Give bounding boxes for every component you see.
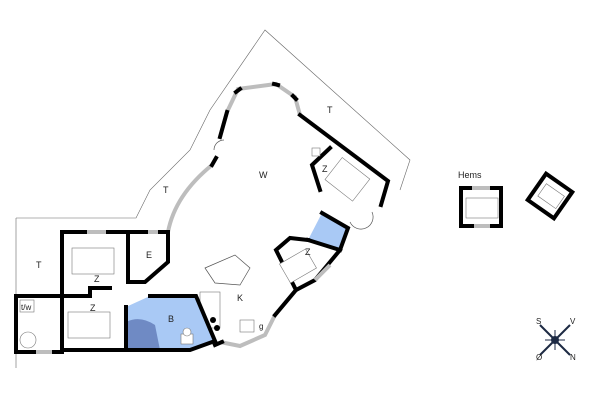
- label-bedroom-nw: Z: [94, 274, 100, 284]
- compass-icon: [539, 324, 571, 356]
- label-terrace-west: T: [163, 185, 169, 195]
- loft-plan: [459, 170, 576, 228]
- label-entrance: E: [146, 250, 152, 260]
- bedroom-east: [273, 235, 343, 293]
- bedroom-sw: [60, 286, 128, 352]
- bedroom-nw: [60, 230, 130, 298]
- living-room-walls: [166, 81, 391, 233]
- bathroom-main: [124, 294, 218, 352]
- label-kitchen: K: [237, 293, 243, 303]
- label-bedroom-ne: Z: [322, 164, 328, 174]
- compass-label-n: N: [570, 353, 576, 362]
- label-utility: t/w: [21, 303, 31, 312]
- label-living: W: [259, 170, 268, 180]
- label-bathroom: B: [168, 314, 174, 324]
- bathroom-east: [305, 210, 374, 253]
- entrance: [126, 230, 170, 284]
- compass-label-o: Ø: [536, 353, 542, 362]
- label-terrace-left: T: [36, 260, 42, 270]
- utility-room: [14, 294, 64, 354]
- label-appliance: g: [259, 322, 263, 331]
- label-terrace-north: T: [327, 105, 333, 115]
- compass-label-s: S: [536, 317, 541, 326]
- bedroom-ne: [309, 145, 371, 202]
- label-loft: Hems: [458, 170, 482, 180]
- label-bedroom-east: Z: [305, 247, 311, 257]
- kitchen: [199, 254, 299, 349]
- compass-label-v: V: [570, 317, 576, 326]
- label-bedroom-sw: Z: [90, 303, 96, 313]
